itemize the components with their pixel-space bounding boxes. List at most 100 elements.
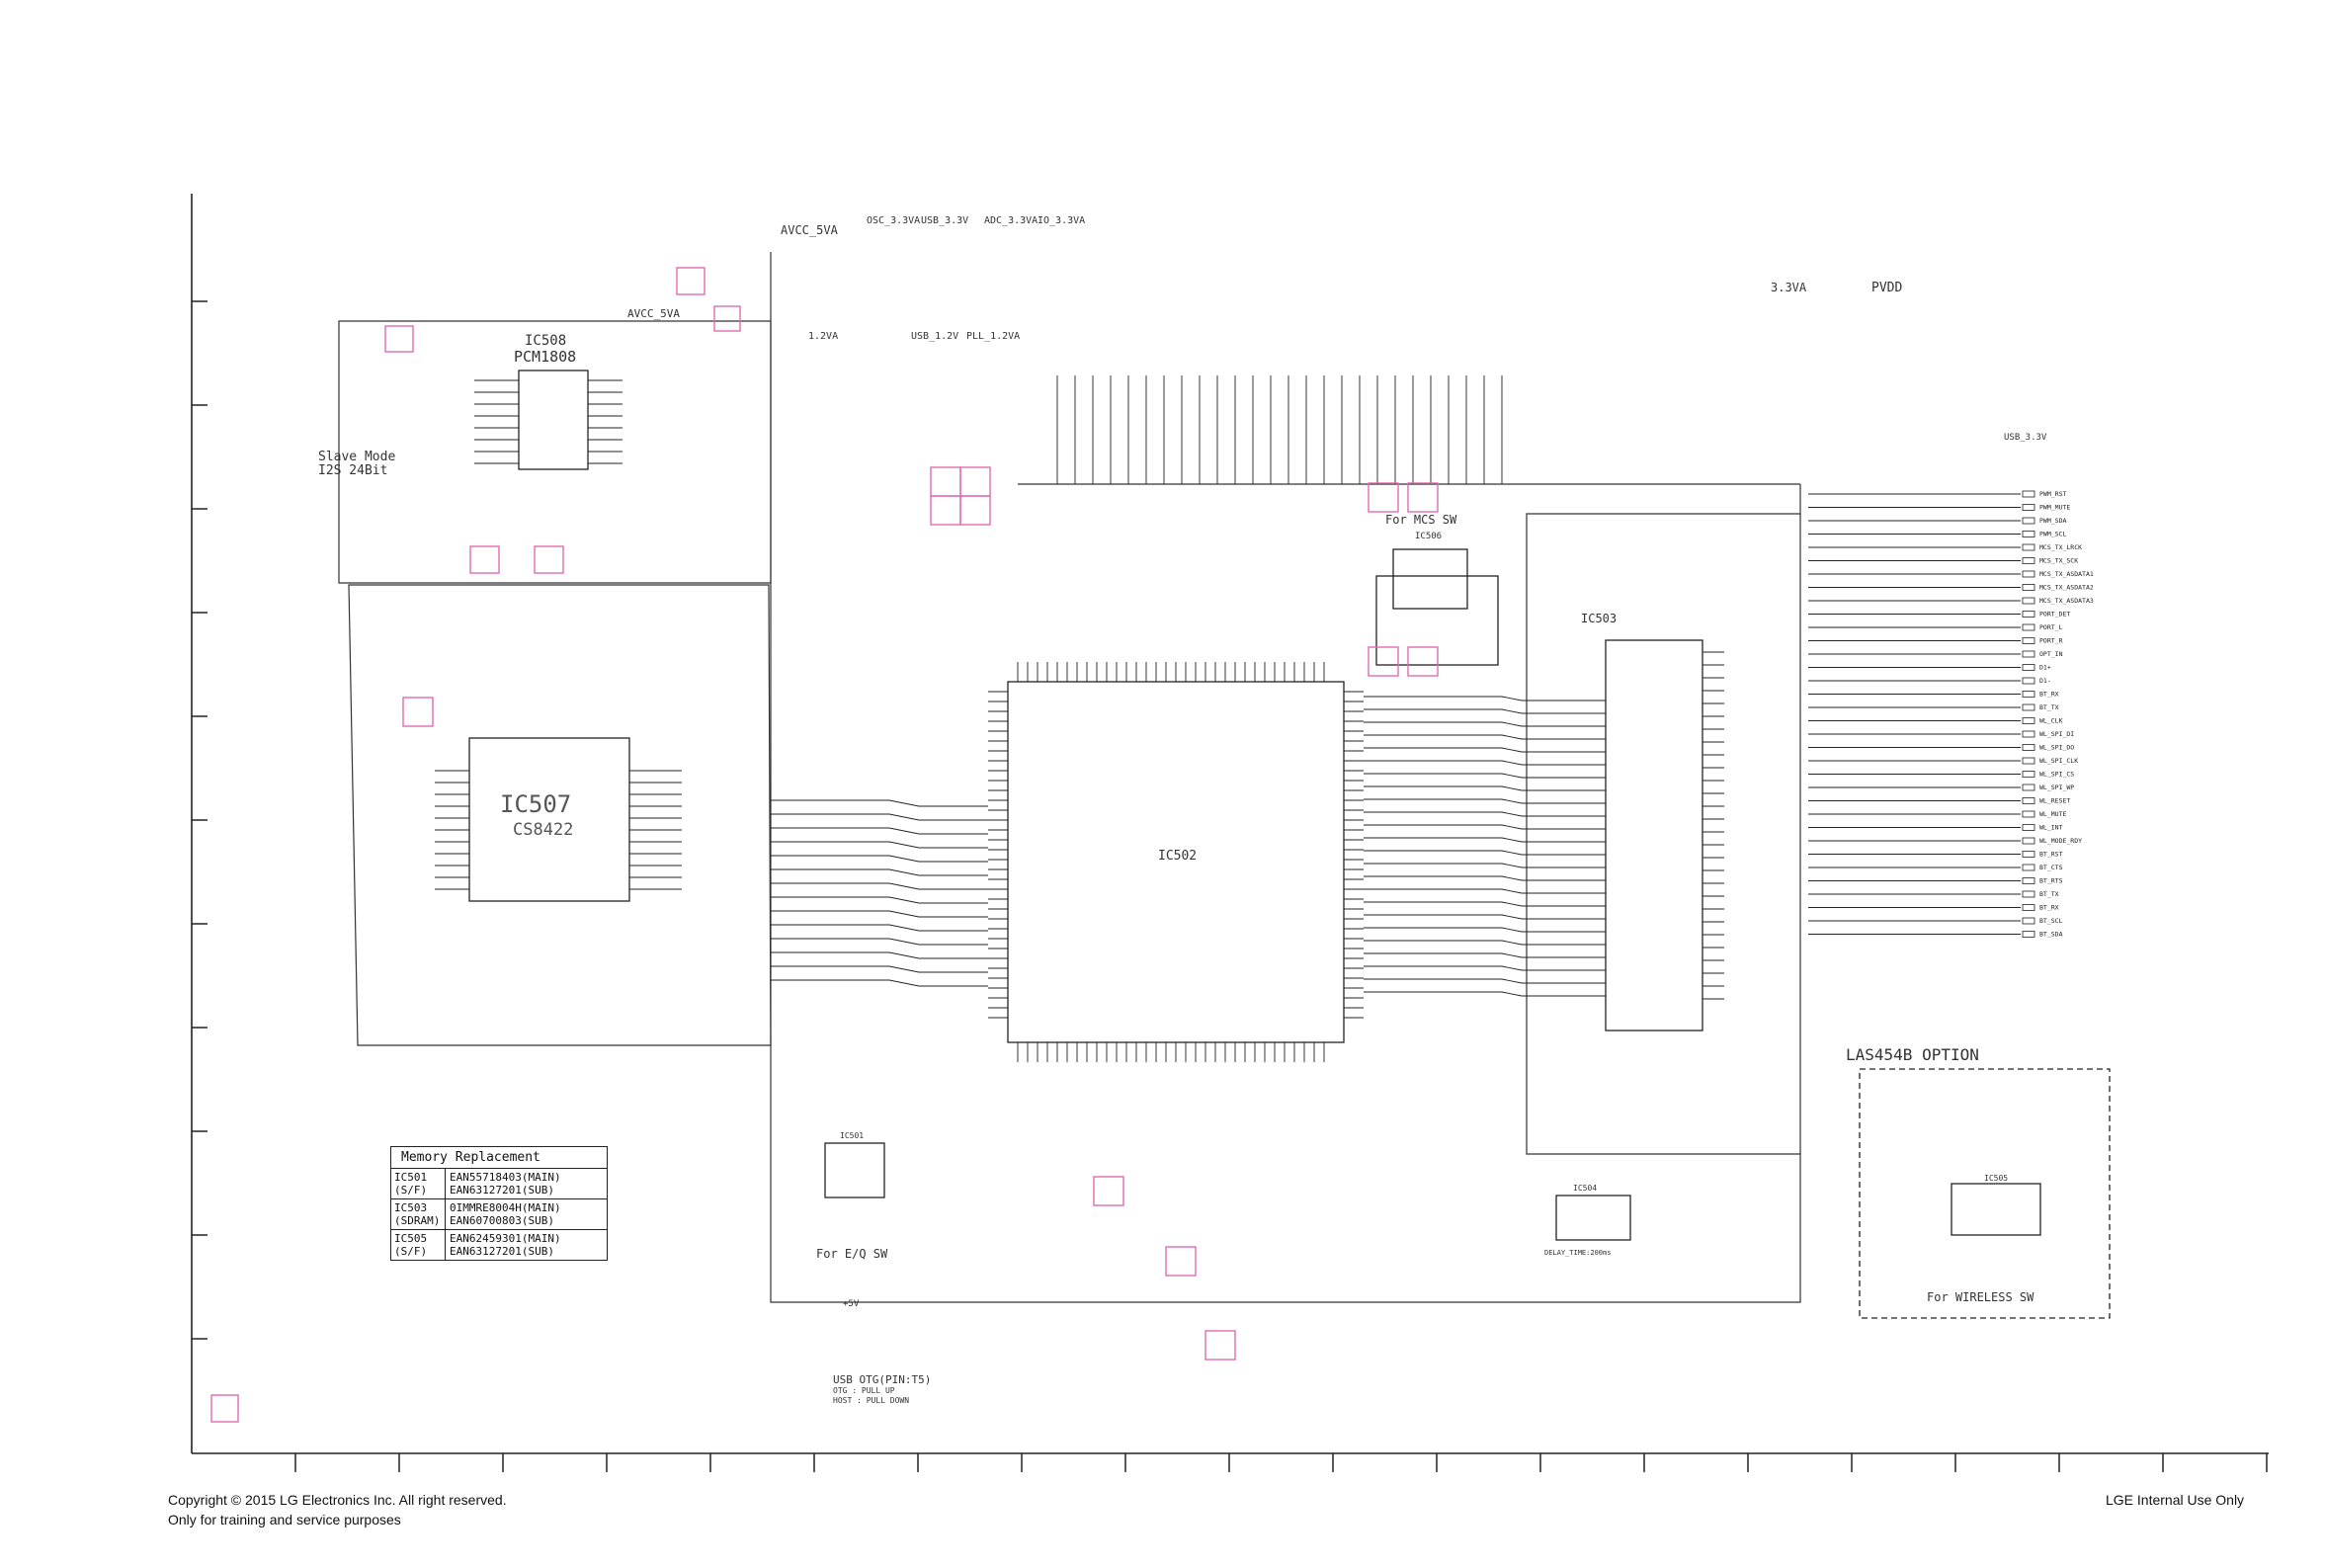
signal-label: WL_RESET — [2039, 797, 2070, 805]
signal-label: PORT_DET — [2039, 611, 2070, 619]
signal-label: BT_RX — [2039, 691, 2059, 699]
port-marker — [2022, 677, 2035, 685]
port-marker — [2022, 851, 2035, 858]
bus-trace — [771, 799, 988, 807]
bus-trace — [1364, 850, 1606, 856]
bus-trace — [771, 951, 988, 959]
port-marker — [2022, 931, 2035, 938]
signal-label: PWM_RST — [2039, 490, 2066, 498]
copyright-line-2: Only for training and service purposes — [168, 1512, 401, 1527]
for-mcs-sw-note: For MCS SW — [1385, 513, 1457, 527]
port-marker — [2022, 611, 2035, 618]
ic506-label: IC506 — [1415, 532, 1442, 541]
avcc-left-label: AVCC_5VA — [627, 307, 680, 320]
signal-label: BT_RTS — [2039, 877, 2063, 885]
row-sub: EAN60700803(SUB) — [450, 1214, 554, 1227]
row-main: EAN55718403(MAIN) — [450, 1171, 561, 1184]
signal-label: WL_SPI_DI — [2039, 730, 2074, 738]
signal-label: D1+ — [2039, 664, 2051, 672]
port-marker — [2022, 717, 2035, 724]
cs8422-label: CS8422 — [513, 820, 573, 840]
row-ic: IC501 — [394, 1171, 428, 1184]
for-wireless-sw-note: For WIRELESS SW — [1927, 1290, 2034, 1304]
port-marker — [2022, 837, 2035, 845]
signal-label: MCS_TX_ASDATA2 — [2039, 584, 2094, 592]
otg-pull-up-note: OTG : PULL UP — [833, 1386, 895, 1395]
signal-label: WL_MODE_RDY — [2039, 837, 2082, 845]
usb-33-right-label: USB_3.3V — [2004, 433, 2047, 443]
port-marker — [2022, 517, 2035, 525]
bus-trace — [1364, 991, 1606, 997]
signal-label: WL_INT — [2039, 824, 2063, 832]
bus-trace — [1364, 708, 1606, 714]
bus-trace — [1364, 901, 1606, 907]
port-marker — [2022, 597, 2035, 605]
bus-trace — [1364, 965, 1606, 971]
row-type: (S/F) — [394, 1184, 428, 1197]
usb-12-label: USB_1.2V — [911, 331, 958, 342]
port-marker — [2022, 570, 2035, 578]
port-marker — [2022, 877, 2035, 884]
bus-trace — [1364, 721, 1606, 727]
osc-33-label: OSC_3.3VA — [867, 215, 920, 226]
port-marker — [2022, 691, 2035, 698]
v33a-label: 3.3VA — [1771, 281, 1807, 294]
signal-label: BT_TX — [2039, 703, 2059, 711]
bus-trace — [771, 938, 988, 946]
bus-trace — [771, 868, 988, 876]
signal-label: PWM_SCL — [2039, 531, 2066, 538]
memory-table-row: IC501 (S/F) EAN55718403(MAIN) EAN6312720… — [391, 1169, 607, 1199]
port-marker — [2022, 784, 2035, 791]
signal-label: PWM_SDA — [2039, 517, 2066, 525]
port-marker — [2022, 504, 2035, 511]
port-marker — [2022, 650, 2035, 658]
port-marker — [2022, 797, 2035, 804]
signal-label: WL_MUTE — [2039, 810, 2066, 818]
bus-trace — [1364, 927, 1606, 933]
memory-replacement-table: Memory Replacement IC501 (S/F) EAN557184… — [390, 1146, 608, 1261]
bus-trace — [771, 882, 988, 890]
memory-table-row: IC503 (SDRAM) 0IMMRE8004H(MAIN) EAN60700… — [391, 1199, 607, 1230]
signal-label: WL_SPI_WP — [2039, 784, 2074, 791]
copyright-line-1: Copyright © 2015 LG Electronics Inc. All… — [168, 1492, 507, 1508]
bus-trace — [1364, 863, 1606, 868]
pll-12-label: PLL_1.2VA — [966, 331, 1020, 342]
port-marker — [2022, 490, 2035, 498]
v5-label: +5V — [843, 1299, 860, 1309]
usb-otg-note: USB OTG(PIN:T5) — [833, 1373, 931, 1386]
ic504-label: IC504 — [1573, 1184, 1597, 1193]
bus-trace — [1364, 824, 1606, 830]
signal-label: WL_SPI_CLK — [2039, 757, 2078, 765]
bus-trace — [1364, 914, 1606, 920]
signal-label: BT_RX — [2039, 904, 2059, 912]
signal-label: WL_CLK — [2039, 717, 2063, 725]
port-marker — [2022, 810, 2035, 818]
bus-trace — [771, 855, 988, 863]
ic503-label: IC503 — [1581, 612, 1617, 625]
ic505-label: IC505 — [1984, 1174, 2008, 1183]
pvdd-label: PVDD — [1871, 281, 1902, 295]
bus-trace — [1364, 785, 1606, 791]
bus-trace — [771, 979, 988, 987]
bus-trace — [1364, 952, 1606, 958]
for-eq-sw-note: For E/Q SW — [816, 1247, 888, 1261]
io-33-label: IO_3.3VA — [1038, 215, 1085, 226]
row-ic: IC505 — [394, 1232, 428, 1245]
delay-time-note: DELAY_TIME:200ms — [1544, 1249, 1611, 1257]
port-marker — [2022, 757, 2035, 765]
bus-trace — [1364, 811, 1606, 817]
slave-mode-note: Slave Mode — [318, 450, 395, 464]
port-marker — [2022, 637, 2035, 644]
port-marker — [2022, 584, 2035, 591]
port-marker — [2022, 557, 2035, 564]
signal-label: BT_RST — [2039, 851, 2063, 859]
row-sub: EAN63127201(SUB) — [450, 1245, 554, 1258]
bus-trace — [1364, 760, 1606, 766]
bus-trace — [771, 965, 988, 973]
bus-trace — [771, 896, 988, 904]
signal-label: BT_CTS — [2039, 864, 2063, 871]
port-marker — [2022, 623, 2035, 631]
bus-trace — [1364, 940, 1606, 946]
port-marker — [2022, 744, 2035, 751]
port-marker — [2022, 824, 2035, 831]
